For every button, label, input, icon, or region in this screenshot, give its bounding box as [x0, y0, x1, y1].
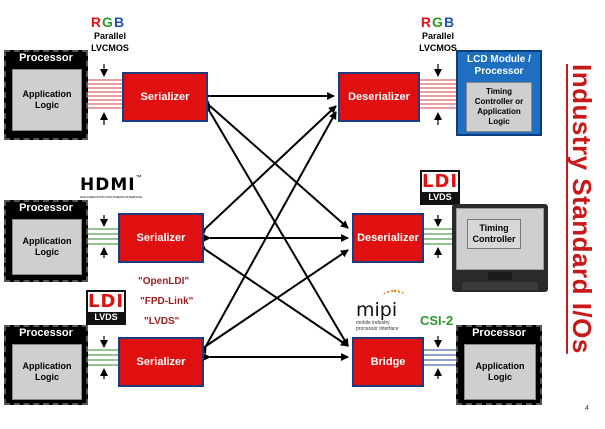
ldi-logo-left: LDI LVDS — [86, 290, 126, 325]
hdmi-logo-text: HDMI — [80, 175, 136, 195]
bridge-label: Bridge — [370, 356, 406, 368]
ldi-logo-bottom: LVDS — [422, 192, 458, 203]
mipi-logo-sub1: mobile industry — [356, 320, 390, 326]
hdmi-logo-sub: HIGH-DEFINITION MULTIMEDIA INTERFACE — [80, 195, 143, 199]
bus-mid-right — [422, 228, 456, 245]
app-logic-line1: Application — [22, 361, 72, 371]
cross-connections — [197, 92, 349, 361]
page-number: 4 — [585, 405, 589, 412]
app-logic-line2: Logic — [35, 372, 59, 382]
rgb-lvcmos-left: LVCMOS — [91, 43, 129, 53]
rgb-parallel-left: Parallel — [93, 31, 127, 41]
bridge: Bridge — [352, 337, 424, 387]
bus-mid-left — [86, 228, 118, 245]
timing-controller-line2: Controller — [472, 234, 516, 244]
deserializer-mid: Deserializer — [352, 213, 424, 263]
serializer-label: Serializer — [140, 91, 190, 103]
lcd-title-line2: Processor — [474, 66, 524, 77]
hdmi-logo: HDMI™ HIGH-DEFINITION MULTIMEDIA INTERFA… — [80, 175, 160, 199]
mipi-logo: mipi mobile industry processor interface — [356, 290, 428, 332]
mipi-logo-sub2: processor interface — [356, 326, 399, 332]
serializer-label: Serializer — [136, 232, 186, 244]
mipi-arc-icon — [382, 290, 406, 304]
serializer-bottom: Serializer — [118, 337, 204, 387]
ldi-logo-right: LDI LVDS — [420, 170, 460, 205]
rgb-r: R — [90, 14, 103, 30]
processor-title: Processor — [19, 327, 73, 339]
lcd-inner-line2: Controller or — [474, 97, 524, 106]
app-logic-line1: Application — [22, 236, 72, 246]
rgb-g: G — [432, 14, 444, 30]
processor-title: Processor — [472, 327, 526, 339]
small-vertical-arrows — [100, 64, 442, 379]
lcd-inner-line1: Timing — [485, 87, 513, 96]
app-logic-line1: Application — [22, 89, 72, 99]
app-logic-line2: Logic — [488, 372, 512, 382]
monitor-stand — [488, 272, 512, 280]
monitor-base — [462, 282, 538, 290]
rgb-b: B — [443, 14, 456, 30]
mipi-logo-text: mipi — [356, 299, 398, 321]
lcd-inner-line3: Application — [477, 107, 521, 116]
vertical-title: Industry Standard I/Os — [567, 64, 597, 354]
processor-title: Processor — [19, 202, 73, 214]
serializer-label: Serializer — [136, 356, 186, 368]
serializer-mid: Serializer — [118, 213, 204, 263]
bus-top-right — [418, 79, 458, 109]
timing-controller-line1: Timing — [479, 223, 509, 233]
rgb-parallel-right: Parallel — [421, 31, 455, 41]
quote-openldi: "OpenLDI" — [138, 276, 190, 287]
csi2-label: CSI-2 — [420, 313, 454, 328]
lcd-inner-line4: Logic — [488, 117, 510, 126]
app-logic-line2: Logic — [35, 100, 59, 110]
bus-top-left — [86, 79, 122, 109]
quote-fpd-link: "FPD-Link" — [140, 296, 194, 307]
serializer-top: Serializer — [122, 72, 208, 122]
rgb-lvcmos-right: LVCMOS — [419, 43, 457, 53]
deserializer-label: Deserializer — [348, 91, 410, 103]
processor-title: Processor — [19, 52, 73, 64]
app-logic-line2: Logic — [35, 247, 59, 257]
rgb-label-right: RGB — [418, 14, 458, 32]
rgb-label-left: RGB — [88, 14, 128, 32]
bus-bottom-left — [86, 349, 118, 366]
deserializer-top: Deserializer — [338, 72, 420, 122]
bus-bottom-right — [422, 349, 458, 366]
rgb-b: B — [113, 14, 126, 30]
hdmi-tm: ™ — [135, 175, 142, 181]
lcd-title-line1: LCD Module / — [467, 54, 531, 65]
ldi-logo-top: LDI — [422, 171, 459, 192]
rgb-r: R — [420, 14, 433, 30]
quote-lvds: "LVDS" — [144, 316, 180, 327]
ldi-logo-top: LDI — [88, 291, 125, 312]
ldi-logo-bottom: LVDS — [88, 312, 124, 323]
rgb-g: G — [102, 14, 114, 30]
deserializer-label: Deserializer — [357, 232, 419, 244]
app-logic-line1: Application — [475, 361, 525, 371]
